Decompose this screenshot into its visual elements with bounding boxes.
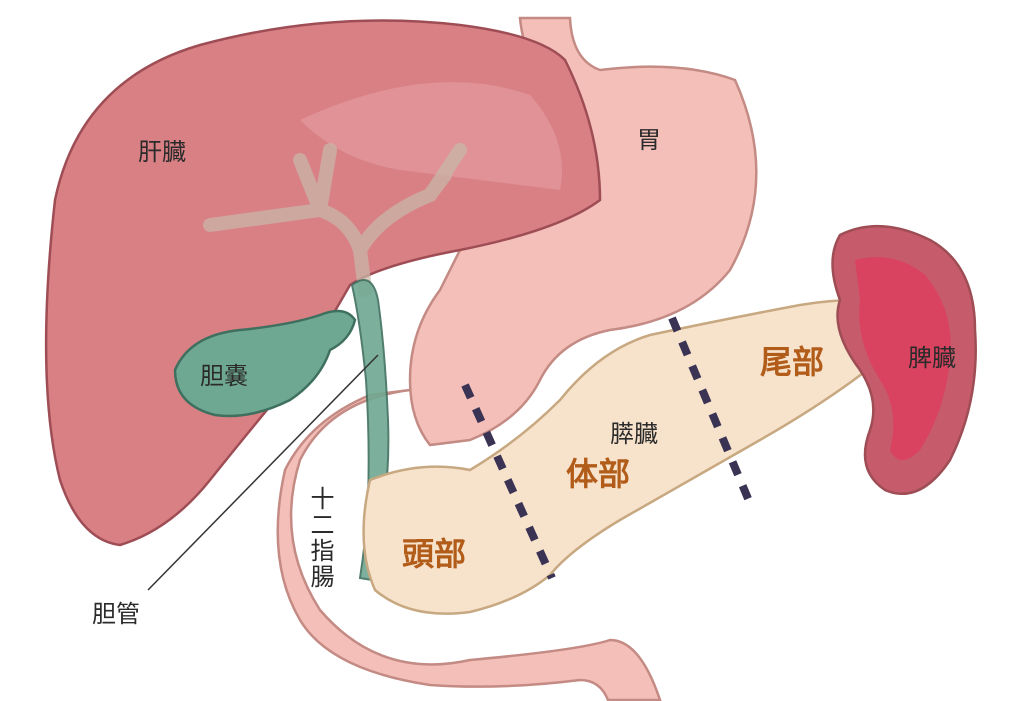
bile-duct-leader (147, 354, 379, 591)
label-pancreas: 膵臓 (610, 420, 658, 448)
pancreas-dividers (461, 316, 756, 580)
duodenum-shape (276, 388, 662, 701)
body-tail-divider (668, 316, 756, 510)
label-spleen: 脾臓 (908, 344, 956, 372)
label-gallbladder: 胆嚢 (200, 362, 248, 390)
label-duodenum: 十二指腸 (306, 486, 334, 590)
label-pancreas-tail: 尾部 (760, 343, 825, 381)
gallbladder-shape (173, 309, 357, 418)
label-liver: 肝臓 (138, 138, 186, 166)
label-pancreas-body: 体部 (566, 455, 631, 493)
label-stomach: 胃 (637, 126, 661, 154)
liver-shading (300, 82, 562, 190)
label-pancreas-head: 頭部 (402, 535, 467, 573)
label-bile-duct: 胆管 (92, 600, 140, 628)
head-body-divider (461, 383, 556, 580)
spleen-inner (855, 257, 951, 460)
intrahepatic-ducts (203, 143, 467, 297)
